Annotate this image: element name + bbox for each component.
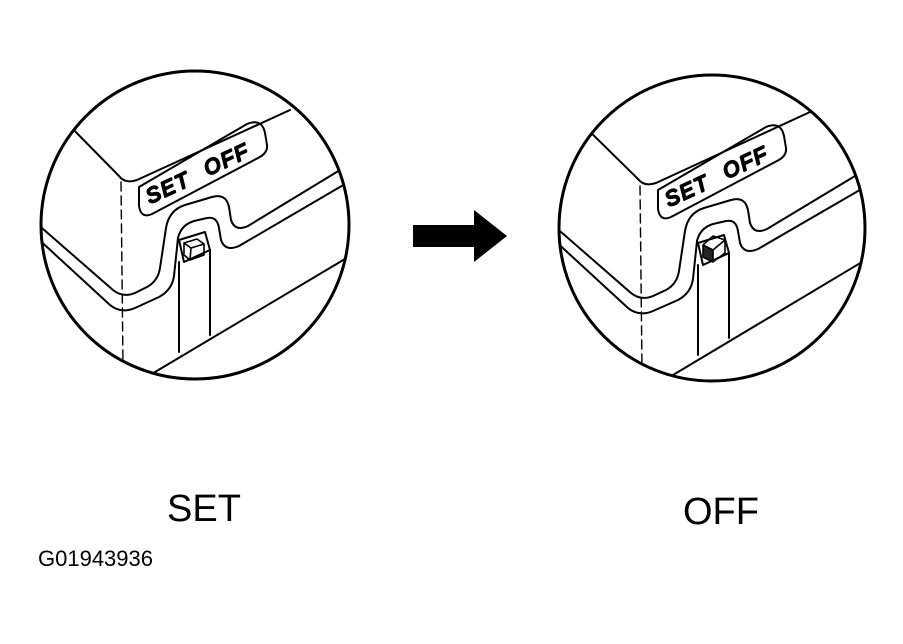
switch-slot xyxy=(178,249,211,353)
switch-slot xyxy=(697,252,730,356)
housing-lip-lower xyxy=(41,183,346,312)
arrow-right-icon xyxy=(413,210,507,262)
switch-knob-shade xyxy=(703,245,713,262)
switch-knob xyxy=(183,238,205,261)
housing-hidden-edge xyxy=(639,185,643,369)
label-plate xyxy=(138,121,269,217)
label-plate xyxy=(657,124,788,220)
housing-lip-upper xyxy=(41,169,341,296)
off-position-detail: SET OFF xyxy=(557,73,867,383)
housing-lip-lower xyxy=(559,186,865,315)
switch-recess xyxy=(178,231,211,263)
housing-hidden-edge xyxy=(120,181,124,366)
figure-code: G01943936 xyxy=(38,546,153,571)
switch-recess xyxy=(697,234,730,266)
off-caption: OFF xyxy=(683,491,759,533)
set-position-detail: SET OFF xyxy=(39,69,351,381)
housing-shelf-edge xyxy=(149,252,349,376)
housing-shelf-edge xyxy=(667,255,865,379)
set-caption: SET xyxy=(167,488,241,530)
housing-top-edge xyxy=(61,109,291,183)
housing-lip-upper xyxy=(559,172,861,299)
detail-circle-outline xyxy=(557,73,867,383)
detail-circle-outline xyxy=(39,69,351,381)
housing-top-edge xyxy=(579,111,811,186)
